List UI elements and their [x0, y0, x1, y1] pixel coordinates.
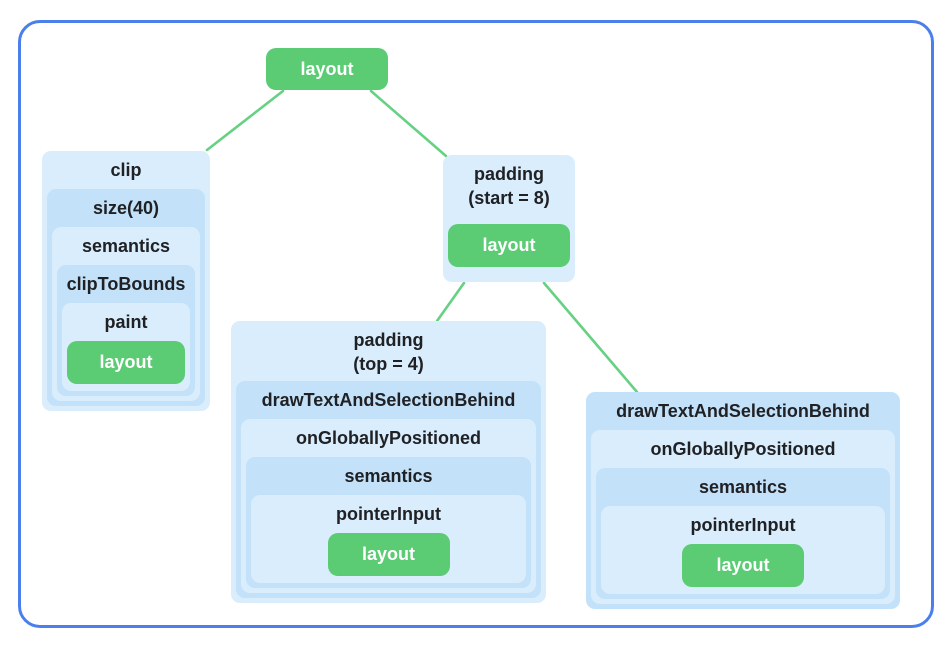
paint-box: paint layout [62, 303, 190, 391]
clip-layout-leaf: layout [67, 341, 185, 384]
diagram-frame [18, 20, 934, 628]
padding-top-label: padding (top = 4) [236, 321, 541, 381]
connector-padding-start-to-drawtext [542, 281, 639, 394]
drawtext-chain-box: drawTextAndSelectionBehind onGloballyPos… [586, 392, 900, 609]
padding-top-label-line2: (top = 4) [353, 354, 424, 374]
onglobally-box-middle: onGloballyPositioned semantics pointerIn… [241, 419, 536, 593]
pointerinput-box-middle: pointerInput layout [251, 495, 526, 583]
semantics-label-right: semantics [698, 477, 788, 497]
semantics-box-right: semantics pointerInput layout [596, 468, 890, 599]
pointerinput-label-middle: pointerInput [336, 504, 441, 524]
padding-start-label-line2: (start = 8) [468, 188, 550, 208]
padding-top-chain-box: padding (top = 4) drawTextAndSelectionBe… [231, 321, 546, 603]
drawtext-box-middle: drawTextAndSelectionBehind onGloballyPos… [236, 381, 541, 598]
padding-top-label-line1: padding [353, 330, 424, 350]
clip-chain-box: clip size(40) semantics clipToBounds pai… [42, 151, 210, 411]
semantics-box: semantics clipToBounds paint layout [52, 227, 200, 401]
connector-root-to-clip [205, 89, 285, 152]
padding-start-layout-leaf: layout [448, 224, 570, 267]
connector-padding-start-to-padding-top [435, 281, 466, 323]
root-layout-node: layout [266, 48, 388, 90]
pointerinput-box-right: pointerInput layout [601, 506, 885, 594]
paint-label: paint [104, 312, 148, 332]
padding-start-label-line1: padding [474, 164, 544, 184]
onglobally-box-right: onGloballyPositioned semantics pointerIn… [591, 430, 895, 604]
semantics-label-middle: semantics [344, 466, 433, 486]
padding-top-layout-leaf: layout [327, 533, 450, 576]
cliptobounds-label: clipToBounds [66, 274, 186, 294]
drawtext-label-right: drawTextAndSelectionBehind [616, 401, 870, 421]
semantics-box-middle: semantics pointerInput layout [246, 457, 531, 588]
clip-label: clip [110, 160, 142, 180]
size-label: size(40) [92, 198, 160, 218]
size-box: size(40) semantics clipToBounds paint la… [47, 189, 205, 406]
onglobally-label-middle: onGloballyPositioned [295, 428, 481, 448]
connector-root-to-padding-start [369, 89, 448, 158]
padding-start-box: padding (start = 8) layout [443, 155, 575, 282]
onglobally-label-right: onGloballyPositioned [650, 439, 836, 459]
drawtext-layout-leaf: layout [682, 544, 804, 587]
padding-start-label: padding (start = 8) [448, 155, 570, 215]
pointerinput-label-right: pointerInput [690, 515, 796, 535]
drawtext-label-middle: drawTextAndSelectionBehind [261, 390, 516, 410]
cliptobounds-box: clipToBounds paint layout [57, 265, 195, 396]
semantics-label: semantics [81, 236, 171, 256]
